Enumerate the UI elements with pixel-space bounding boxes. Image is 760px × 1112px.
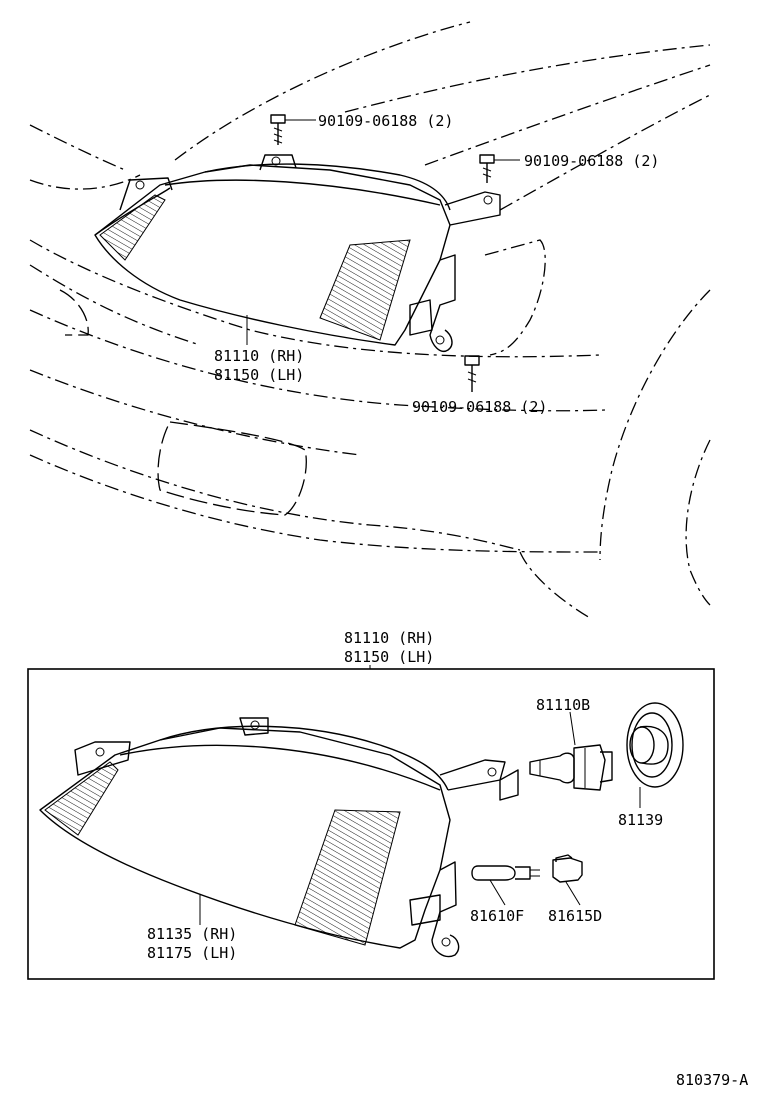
bulb-halogen-label: 81110B — [536, 696, 590, 714]
headlamp-assembly-detail — [39, 717, 519, 958]
bolt-mid-label: 90109-06188 (2) — [412, 398, 547, 416]
wedge-bulb-icon — [471, 865, 540, 906]
assy-detail-lh-label: 81150 (LH) — [344, 648, 434, 666]
bolt-top-right-label: 90109-06188 (2) — [524, 152, 659, 170]
detail-frame — [27, 668, 715, 980]
bolt-top-left-icon — [270, 114, 316, 145]
vehicle-body-outline — [29, 21, 711, 619]
bolt-top-right-icon — [479, 154, 520, 183]
halogen-bulb-icon — [529, 711, 613, 791]
bolt-top-left-label: 90109-06188 (2) — [318, 112, 453, 130]
figure-id: 810379-A — [676, 1071, 748, 1089]
bulb-socket-icon — [552, 854, 583, 906]
bulb-socket-label: 81615D — [548, 907, 602, 925]
lens-lh-label: 81175 (LH) — [147, 944, 237, 962]
headlamp-installed-view — [94, 154, 501, 352]
assy-top-lh-label: 81150 (LH) — [214, 366, 304, 384]
wedge-bulb-label: 81610F — [470, 907, 524, 925]
assy-detail-rh-label: 81110 (RH) — [344, 629, 434, 647]
socket-cover-icon — [626, 702, 684, 808]
socket-cover-label: 81139 — [618, 811, 663, 829]
bolt-mid-icon — [464, 355, 480, 392]
assy-top-rh-label: 81110 (RH) — [214, 347, 304, 365]
lens-rh-label: 81135 (RH) — [147, 925, 237, 943]
